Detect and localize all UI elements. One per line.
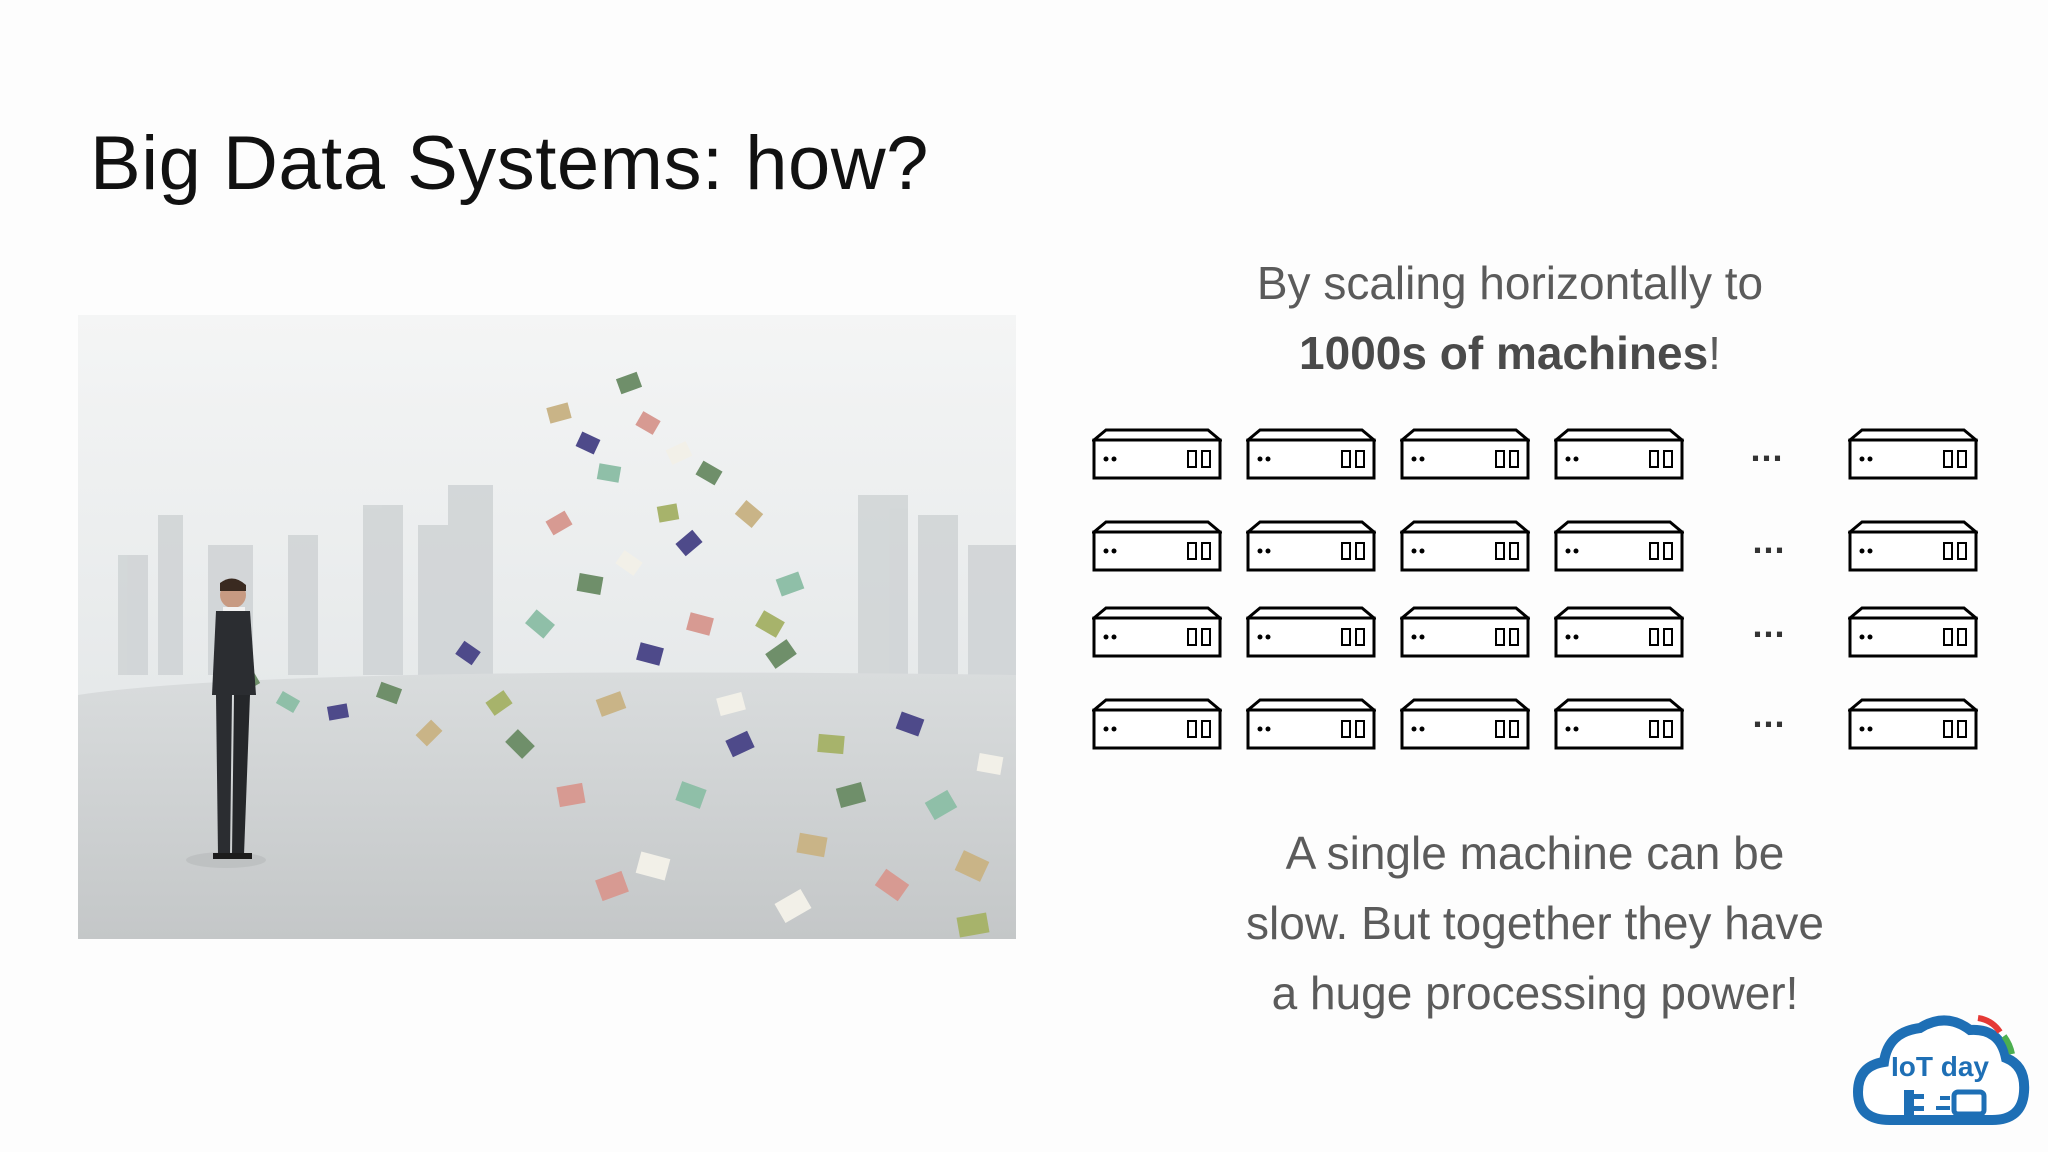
server-icon — [1400, 698, 1530, 750]
server-icon — [1400, 606, 1530, 658]
server-icon — [1554, 606, 1684, 658]
server-grid: ... ... ... ... — [1090, 428, 1990, 758]
lead-text: By scaling horizontally to 1000s of mach… — [1130, 248, 1890, 388]
lead-bold-text: 1000s of machines — [1299, 327, 1709, 379]
server-icon — [1092, 698, 1222, 750]
ellipsis-text: ... — [1752, 694, 1786, 735]
server-row: ... — [1090, 694, 1990, 754]
server-icon — [1554, 428, 1684, 480]
cloud-logo-icon: IoT day — [1852, 1015, 2030, 1125]
server-icon — [1246, 606, 1376, 658]
businessman-figure — [186, 578, 266, 868]
server-icon — [1848, 606, 1978, 658]
ellipsis-text: ... — [1750, 428, 1784, 469]
closing-line-2: slow. But together they have — [1246, 897, 1824, 949]
ellipsis-text: ... — [1752, 520, 1786, 561]
closing-line-1: A single machine can be — [1285, 827, 1785, 879]
lead-line-2: 1000s of machines! — [1130, 318, 1890, 388]
server-icon — [1848, 428, 1978, 480]
server-icon — [1400, 520, 1530, 572]
lead-tail-text: ! — [1708, 327, 1721, 379]
server-icon — [1400, 428, 1530, 480]
server-icon — [1246, 428, 1376, 480]
server-icon — [1092, 428, 1222, 480]
server-row: ... — [1090, 520, 1990, 576]
server-row: ... — [1090, 604, 1990, 662]
slide-title: Big Data Systems: how? — [90, 121, 929, 206]
server-icon — [1092, 520, 1222, 572]
book-wave-photo — [78, 315, 1016, 939]
closing-text: A single machine can be slow. But togeth… — [1150, 818, 1920, 1028]
server-icon — [1246, 698, 1376, 750]
book-cluster — [235, 371, 1004, 938]
server-icon — [1246, 520, 1376, 572]
lead-line-1: By scaling horizontally to — [1256, 257, 1764, 309]
photo-illustration — [78, 315, 1016, 939]
server-icon — [1848, 698, 1978, 750]
server-icon — [1554, 520, 1684, 572]
server-icon — [1554, 698, 1684, 750]
server-icon — [1848, 520, 1978, 572]
server-icon — [1092, 606, 1222, 658]
ellipsis-text: ... — [1752, 604, 1786, 645]
closing-line-3: a huge processing power! — [1271, 967, 1799, 1019]
city-skyline — [118, 485, 1016, 675]
iot-day-logo: IoT day — [1850, 1002, 2030, 1142]
logo-text: IoT day — [1891, 1051, 1989, 1082]
server-row: ... — [1090, 428, 1990, 484]
